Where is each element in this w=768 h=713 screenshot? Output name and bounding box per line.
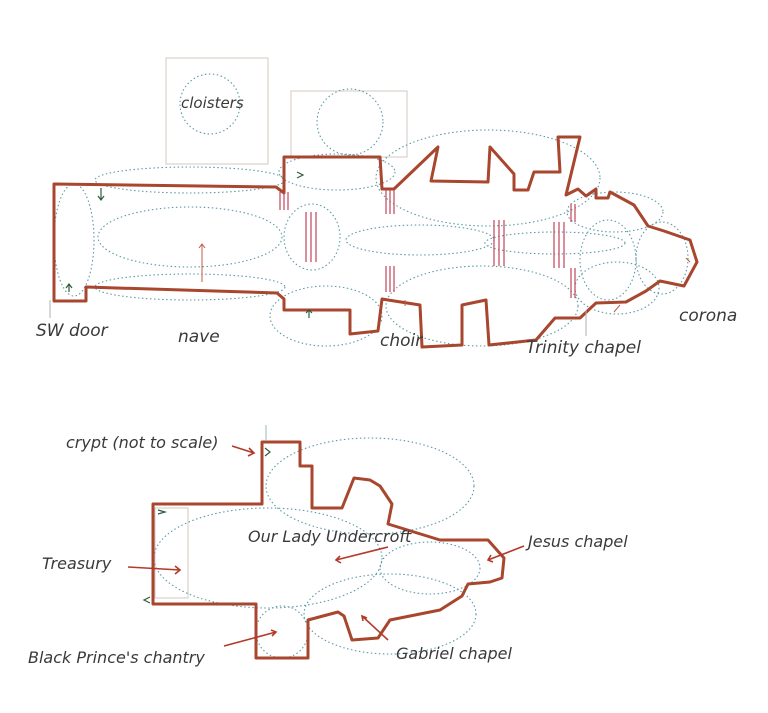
chapter-zone: [316, 88, 384, 156]
choir-zone: [345, 224, 495, 256]
northeast-transept-zone: [375, 129, 601, 227]
crypt-title-label: crypt (not to scale): [66, 433, 219, 452]
choir-screens: [279, 190, 576, 298]
trinity-chapel-label: Trinity chapel: [526, 338, 641, 358]
jesus-chapel-label: Jesus chapel: [525, 532, 628, 551]
south-transept-zone: [269, 285, 383, 347]
nave-zone: [97, 206, 283, 268]
gabriel-chapel-label: Gabriel chapel: [396, 644, 513, 663]
cloisters-label: cloisters: [181, 94, 244, 112]
east-choir-zone: [484, 231, 626, 255]
south-aisle-zone: [94, 273, 286, 301]
trinity-north-zone: [566, 191, 664, 233]
crossing-zone: [283, 203, 341, 271]
south-crypt-zone: [303, 573, 477, 655]
chantry-zone: [255, 605, 309, 659]
east-crypt-zone: [379, 541, 481, 595]
crypt-plan: crypt (not to scale) Treasury Our Lady U…: [28, 425, 628, 667]
trinity-zone: [579, 219, 637, 301]
sw-door-label: SW door: [36, 321, 109, 341]
nave-label: nave: [178, 327, 220, 347]
corona-zone: [635, 221, 689, 295]
cathedral-wall: [52, 135, 699, 349]
cloisters-square: [165, 57, 269, 165]
crypt-pointers: [127, 445, 525, 647]
north-transept-zone: [278, 153, 396, 191]
north-aisle-zone: [94, 166, 286, 194]
cloisters-zone: [179, 73, 241, 135]
corona-label: corona: [679, 306, 737, 326]
crypt-zones: [153, 437, 481, 659]
chapter-square: [290, 90, 408, 158]
upper-zones: [53, 73, 689, 347]
southeast-transept-zone: [385, 265, 579, 347]
our-lady-undercroft-label: Our Lady Undercroft: [248, 527, 412, 546]
choir-label: choir: [380, 331, 423, 351]
sw-entrance-zone: [53, 183, 95, 297]
treasury-label: Treasury: [42, 554, 112, 573]
crypt-wall: [151, 440, 506, 660]
undercroft-zone: [153, 507, 383, 609]
north-crypt-zone: [265, 437, 475, 535]
treasury-faint-box: [154, 507, 189, 599]
crypt-arrows: [142, 447, 271, 604]
trinity-south-zone: [574, 261, 660, 315]
upper-plan: cloisters SW door nave choir Trinity cha…: [36, 57, 737, 358]
black-princes-chantry-label: Black Prince's chantry: [28, 648, 205, 667]
upper-arrows: [65, 171, 691, 318]
